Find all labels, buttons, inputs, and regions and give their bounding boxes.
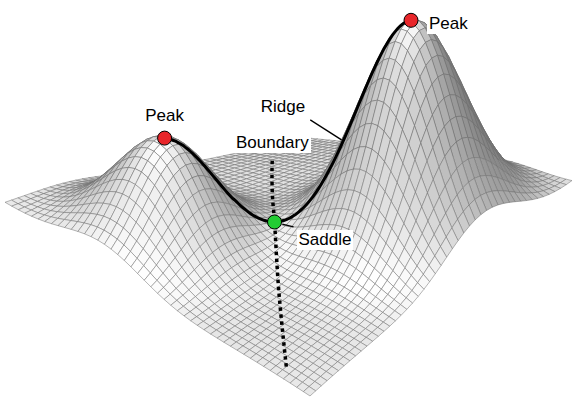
surface-mesh [5, 19, 572, 396]
